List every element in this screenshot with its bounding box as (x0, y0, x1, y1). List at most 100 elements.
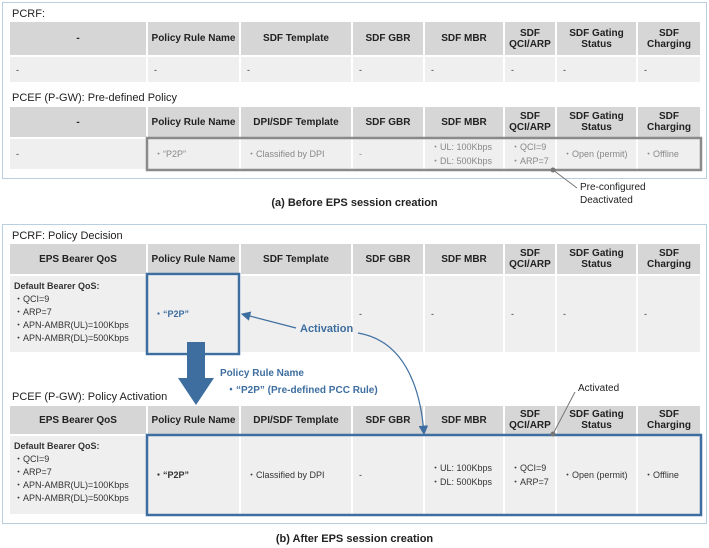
b-pcrf-cell-gating: - (557, 276, 636, 352)
b-pcef-bearer-ambr-ul: ・APN-AMBR(UL)=100Kbps (14, 480, 129, 490)
b-activated-label: Activated (578, 383, 620, 394)
a-pcef-cell-first: - (10, 139, 146, 169)
b-pcef-bearer-ambr-dl: ・APN-AMBR(DL)=500Kbps (14, 493, 129, 503)
b-pcrf-bearer-arp: ・ARP=7 (14, 307, 52, 317)
a-pcrf-header-mbr: SDF MBR (425, 22, 503, 55)
section-a-pcef-label: PCEF (P-GW): Pre-defined Policy (12, 92, 178, 104)
b-pcef-header-template: DPI/SDF Template (241, 406, 351, 434)
b-pcrf-bearer-ambr-dl: ・APN-AMBR(DL)=500Kbps (14, 333, 129, 343)
a-pcef-cell-qci: ・QCI=9 ・ARP=7 (505, 139, 555, 169)
b-pcef-mbr-dl: ・DL: 500Kbps (431, 477, 493, 487)
b-pcrf-header-mbr: SDF MBR (425, 244, 503, 274)
a-pcef-cell-gbr: - (353, 139, 423, 169)
a-pcef-header-gating: SDF Gating Status (557, 107, 636, 137)
a-annotation-deactivated: Deactivated (580, 195, 633, 206)
b-pcrf-header-qci: SDF QCI/ARP (505, 244, 555, 274)
b-pcef-cell-template: ・Classified by DPI (241, 436, 351, 514)
a-pcef-cell-mbr: ・UL: 100Kbps ・DL: 500Kbps (425, 139, 503, 169)
b-activation-curve-arrow (357, 332, 429, 436)
b-activation-label: Activation (300, 323, 354, 335)
b-pcef-bearer-qci: ・QCI=9 (14, 454, 50, 464)
a-pcef-header-gbr: SDF GBR (353, 107, 423, 137)
a-pcef-arp: ・ARP=7 (511, 156, 549, 166)
b-pcef-row-highlight (145, 433, 703, 517)
a-pcrf-header-gbr: SDF GBR (353, 22, 423, 55)
b-pcef-cell-qci: ・QCI=9 ・ARP=7 (505, 436, 555, 514)
b-pcef-qci: ・QCI=9 (511, 463, 547, 473)
b-pcrf-header-rule: Policy Rule Name (148, 244, 239, 274)
b-pcef-cell-mbr: ・UL: 100Kbps ・DL: 500Kbps (425, 436, 503, 514)
a-pcrf-header-gating: SDF Gating Status (557, 22, 636, 55)
a-annotation-preconfigured: Pre-configured (580, 182, 646, 193)
b-pcef-header-mbr: SDF MBR (425, 406, 503, 434)
b-pcrf-cell-template: - (241, 276, 351, 352)
b-pcef-header-qci: SDF QCI/ARP (505, 406, 555, 434)
section-a-pcrf-label: PCRF: (12, 8, 45, 20)
b-pcrf-cell-gbr: - (353, 276, 423, 352)
a-pcrf-header-rule: Policy Rule Name (148, 22, 239, 55)
b-pcef-header-first: EPS Bearer QoS (10, 406, 146, 434)
a-pcef-header-mbr: SDF MBR (425, 107, 503, 137)
a-pcef-cell-template: ・Classified by DPI (241, 139, 351, 169)
b-pcrf-cell-charging: - (638, 276, 700, 352)
b-pcef-cell-gating: ・Open (permit) (557, 436, 636, 514)
a-pcrf-cell-gating: - (557, 57, 636, 82)
a-pcrf-cell-first: - (10, 57, 146, 82)
b-pcef-bearer-cell: Default Bearer QoS: ・QCI=9 ・ARP=7 ・APN-A… (10, 436, 146, 514)
b-pcrf-header-gbr: SDF GBR (353, 244, 423, 274)
b-pcef-header-gbr: SDF GBR (353, 406, 423, 434)
b-pcrf-bearer-ambr-ul: ・APN-AMBR(UL)=100Kbps (14, 320, 129, 330)
a-annotation-dot (550, 167, 556, 173)
section-b-pcef-label: PCEF (P-GW): Policy Activation (12, 391, 168, 403)
b-pcef-header-rule: Policy Rule Name (148, 406, 239, 434)
b-policy-rule-name-label: Policy Rule Name (220, 368, 304, 379)
a-pcef-mbr-dl: ・DL: 500Kbps (431, 156, 493, 166)
a-pcef-cell-gating: ・Open (permit) (557, 139, 636, 169)
b-pcrf-bearer-qci: ・QCI=9 (14, 294, 50, 304)
b-pcrf-header-charging: SDF Charging (638, 244, 700, 274)
a-pcrf-cell-template: - (241, 57, 351, 82)
a-pcef-header-qci: SDF QCI/ARP (505, 107, 555, 137)
a-pcrf-header-first: - (10, 22, 146, 55)
a-pcrf-cell-rule: - (148, 57, 239, 82)
caption-a: (a) Before EPS session creation (271, 197, 438, 209)
a-preconfigured-frame (145, 136, 703, 172)
b-activation-pointer (240, 311, 297, 329)
b-pcrf-header-template: SDF Template (241, 244, 351, 274)
b-policy-rule-p2p-label: ・“P2P” (Pre-defined PCC Rule) (226, 385, 378, 396)
b-pcrf-header-first: EPS Bearer QoS (10, 244, 146, 274)
b-pcef-cell-rule: ・“P2P” (148, 436, 239, 514)
a-pcef-qci: ・QCI=9 (511, 142, 547, 152)
b-pcrf-header-gating: SDF Gating Status (557, 244, 636, 274)
section-b-pcrf-label: PCRF: Policy Decision (12, 230, 123, 242)
a-pcef-header-rule: Policy Rule Name (148, 107, 239, 137)
b-activated-pointer (552, 391, 576, 435)
b-pcef-cell-charging: ・Offline (638, 436, 700, 514)
a-pcef-header-template: DPI/SDF Template (241, 107, 351, 137)
a-pcrf-header-qci: SDF QCI/ARP (505, 22, 555, 55)
b-pcef-bearer-arp: ・ARP=7 (14, 467, 52, 477)
caption-b: (b) After EPS session creation (275, 533, 434, 545)
b-pcrf-cell-mbr: - (425, 276, 503, 352)
a-annotation-pointer (552, 169, 578, 189)
b-pcef-header-charging: SDF Charging (638, 406, 700, 434)
b-pcrf-bearer-cell: Default Bearer QoS: ・QCI=9 ・ARP=7 ・APN-A… (10, 276, 146, 352)
a-pcrf-cell-gbr: - (353, 57, 423, 82)
a-pcrf-cell-mbr: - (425, 57, 503, 82)
b-pcef-arp: ・ARP=7 (511, 477, 549, 487)
a-pcef-cell-rule: ・“P2P” (148, 139, 239, 169)
b-pcef-mbr-ul: ・UL: 100Kbps (431, 463, 493, 473)
b-activated-dot (550, 431, 556, 437)
b-pcef-header-gating: SDF Gating Status (557, 406, 636, 434)
b-pcrf-cell-rule: ・“P2P” (148, 276, 239, 352)
b-pcrf-cell-qci: - (505, 276, 555, 352)
b-pcef-bearer-title: Default Bearer QoS: (14, 441, 100, 451)
a-pcrf-header-template: SDF Template (241, 22, 351, 55)
b-down-arrow-icon (178, 342, 214, 405)
a-pcef-cell-charging: ・Offline (638, 139, 700, 169)
b-pcrf-bearer-title: Default Bearer QoS: (14, 281, 100, 291)
b-pcef-cell-gbr: - (353, 436, 423, 514)
a-pcef-mbr-ul: ・UL: 100Kbps (431, 142, 493, 152)
a-pcrf-header-charging: SDF Charging (638, 22, 700, 55)
